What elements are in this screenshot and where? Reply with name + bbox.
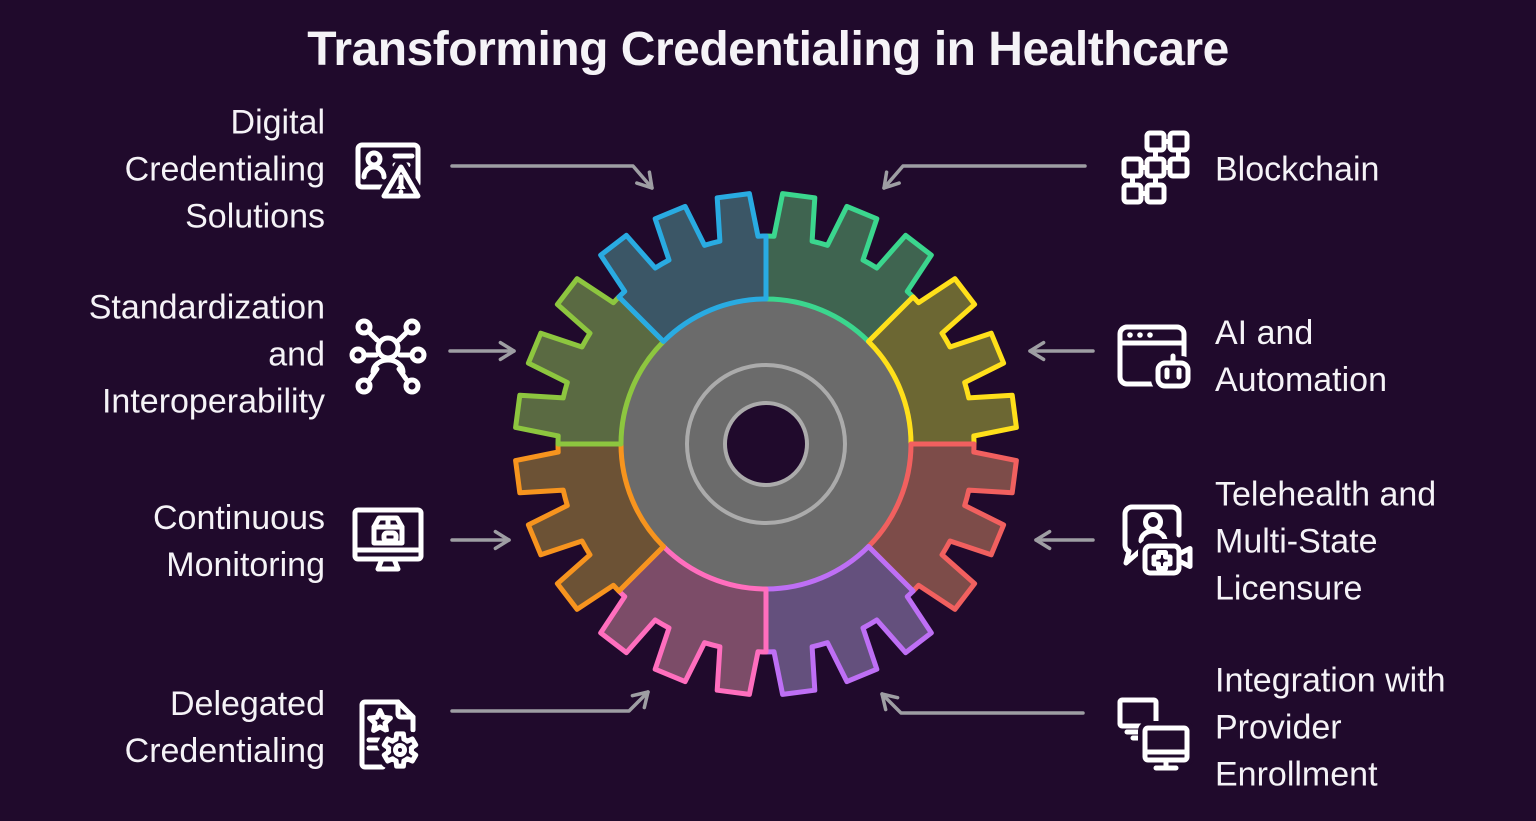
label-telehealth: Telehealth and Multi-State Licensure [1215, 475, 1437, 608]
blockchain-blocks-icon [1121, 130, 1190, 205]
arrow-line [450, 164, 654, 190]
label-digital-credentialing: Digital Credentialing Solutions [124, 103, 325, 236]
id-card-warning-icon [355, 142, 425, 203]
network-person-icon [349, 318, 427, 395]
page-title: Transforming Credentialing in Healthcare [307, 23, 1229, 76]
gear-segment-telehealth [866, 441, 1019, 612]
label-continuous-monitoring: Continuous Monitoring [152, 499, 325, 584]
gear-segment-integration [763, 544, 934, 697]
label-ai-automation: AI and Automation [1215, 314, 1387, 399]
arrow-head [882, 170, 901, 190]
arrow-head [630, 690, 650, 710]
gear-segment-continuous-monitoring [513, 441, 666, 612]
gear-segment-delegated-credentialing [598, 544, 769, 697]
gear-segment-digital-credentialing [598, 191, 769, 344]
label-delegated-credentialing: Delegated Credentialing [124, 685, 325, 770]
arrow-head [498, 340, 516, 362]
arrow-head [635, 170, 654, 190]
arrow-line [450, 690, 650, 713]
gear-segment-ai-automation [866, 276, 1019, 447]
label-standardization: Standardization and Interoperability [88, 288, 325, 421]
gear-segment-blockchain [763, 191, 934, 344]
arrow-head [1034, 529, 1052, 551]
segmented-gear [513, 191, 1019, 697]
telehealth-video-icon [1122, 504, 1197, 580]
label-blockchain: Blockchain [1215, 150, 1380, 189]
dual-monitors-icon [1117, 697, 1194, 771]
arrow-line [882, 164, 1087, 190]
arrow-head [1028, 340, 1046, 362]
arrow-head [880, 692, 900, 712]
monitor-package-icon [352, 507, 424, 572]
gear-segment-standardization [513, 276, 666, 447]
label-integration: Integration with Provider Enrollment [1215, 661, 1446, 794]
arrow-line [880, 692, 1085, 715]
document-gear-star-icon [359, 699, 423, 774]
browser-robot-icon [1117, 324, 1195, 393]
arrow-head [493, 529, 511, 551]
